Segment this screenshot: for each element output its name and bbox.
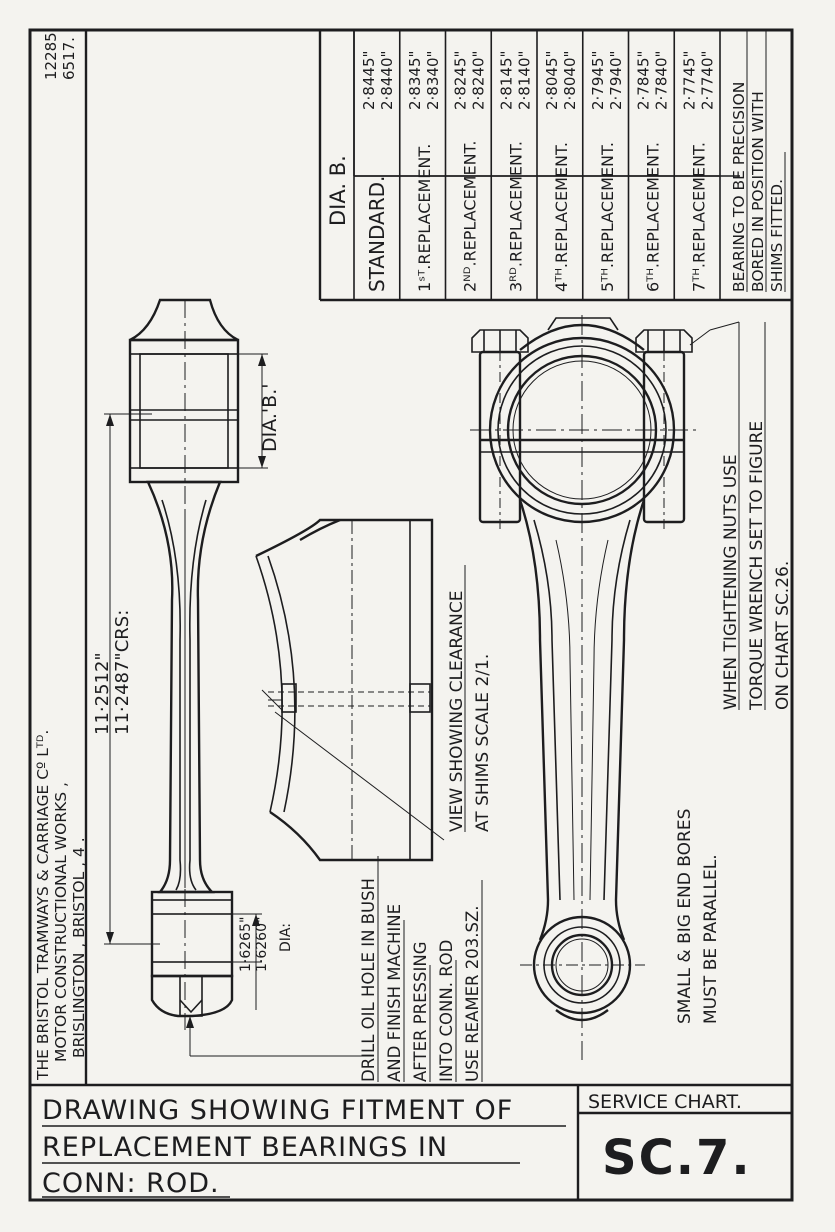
title-line-2: REPLACEMENT BEARINGS IN: [42, 1132, 448, 1163]
table-row-max: 2·7945": [589, 51, 607, 110]
company-line-2: MOTOR CONSTRUCTIONAL WORKS ,: [52, 782, 70, 1062]
table-row-max: 2·8045": [543, 51, 561, 110]
conn-rod-section-view: [128, 298, 240, 1030]
chart-number: SC.7.: [602, 1130, 752, 1186]
table-row-min: 2·8040": [561, 51, 579, 110]
table-row-min: 2·8440": [378, 51, 396, 110]
table-row-label: 7ᵀᴴ.REPLACEMENT.: [689, 142, 708, 292]
drawing-number-1: 12285.: [42, 28, 60, 81]
table-row-max: 2·8145": [497, 51, 515, 110]
oil-note-3: AFTER PRESSING: [411, 942, 430, 1082]
table-row-min: 2·8340": [424, 51, 442, 110]
dia-b-label: DIA.'B.': [259, 384, 281, 452]
small-end-dia: DIA:: [278, 923, 294, 952]
centres-dim-2: 11·2487"CRS:: [112, 610, 133, 735]
bores-note-1: SMALL & BIG END BORES: [675, 809, 695, 1024]
company-line-3: BRISLINGTON , BRISTOL , 4 .: [70, 837, 88, 1058]
dia-b-dimension: DIA.'B.': [238, 353, 281, 469]
centres-dimension: 11·2512" 11·2487"CRS:: [92, 413, 160, 945]
torque-note-1: WHEN TIGHTENING NUTS USE: [721, 454, 741, 710]
title-line-1: DRAWING SHOWING FITMENT OF: [42, 1095, 513, 1126]
bores-note-2: MUST BE PARALLEL.: [701, 854, 721, 1024]
drawing-number-2: 6517.: [60, 37, 78, 80]
oil-note-5: USE REAMER 203.SZ.: [463, 905, 482, 1082]
table-row-label: 5ᵀᴴ.REPLACEMENT.: [598, 142, 617, 292]
table-row-min: 2·7840": [653, 51, 671, 110]
table-row-max: 2·7745": [680, 51, 698, 110]
dia-b-table: STANDARD. 2·8445"2·8440" 1ˢᵀ.REPLACEMENT. 2…: [326, 30, 786, 300]
oil-hole-leader: [186, 1016, 374, 1057]
border-frame: [28, 28, 794, 1202]
oil-note-1: DRILL OIL HOLE IN BUSH: [359, 878, 378, 1082]
clearance-detail-view: [255, 518, 445, 862]
table-row-label: 3ᴿᴰ.REPLACEMENT.: [506, 141, 525, 292]
torque-note-3: ON CHART SC.26.: [773, 561, 793, 710]
title-line-3: CONN: ROD.: [42, 1168, 220, 1199]
centres-dim-1: 11·2512": [92, 652, 113, 735]
table-note-3: SHIMS FITTED.: [768, 179, 786, 292]
table-note-1: BEARING TO BE PRECISION: [730, 82, 748, 292]
oil-note-2: AND FINISH MACHINE: [385, 904, 404, 1082]
table-row-min: 2·7740": [698, 51, 716, 110]
dia-b-header: DIA. B.: [326, 155, 350, 226]
clearance-note-2: AT SHIMS SCALE 2/1.: [473, 654, 493, 832]
clearance-note-1: VIEW SHOWING CLEARANCE: [447, 591, 467, 832]
table-row-min: 2·8240": [470, 51, 488, 110]
table-row-max: 2·7845": [635, 51, 653, 110]
table-row-max: 2·8245": [452, 51, 470, 110]
company-block: THE BRISTOL TRAMWAYS & CARRIAGE Cº Lᵀᴰ. …: [34, 730, 88, 1081]
conn-rod-front-view: [470, 315, 700, 1060]
table-row-max: 2·8345": [406, 51, 424, 110]
torque-note-2: TORQUE WRENCH SET TO FIGURE: [747, 421, 767, 711]
table-row-min: 2·7940": [607, 51, 625, 110]
small-end-dimension: 1·6265" 1·6260" DIA:: [232, 913, 294, 1010]
table-row-label: 1ˢᵀ.REPLACEMENT.: [415, 144, 434, 292]
table-row-label: 6ᵀᴴ.REPLACEMENT.: [644, 142, 663, 292]
table-row-max: 2·8445": [360, 51, 378, 110]
table-row-label: 2ᴺᴰ.REPLACEMENT.: [461, 140, 480, 292]
small-end-min: 1·6260": [254, 917, 270, 972]
table-note-2: BORED IN POSITION WITH: [749, 91, 767, 292]
table-row-label: STANDARD.: [365, 176, 389, 292]
company-line-1: THE BRISTOL TRAMWAYS & CARRIAGE Cº Lᵀᴰ.: [34, 730, 52, 1081]
oil-hole-note: DRILL OIL HOLE IN BUSH AND FINISH MACHIN…: [359, 856, 483, 1082]
title-block: DRAWING SHOWING FITMENT OF REPLACEMENT B…: [42, 1095, 566, 1199]
small-end-max: 1·6265": [238, 917, 254, 972]
table-row-min: 2·8140": [515, 51, 533, 110]
table-row-label: 4ᵀᴴ.REPLACEMENT.: [552, 142, 571, 292]
service-chart-label: SERVICE CHART.: [588, 1091, 742, 1113]
oil-note-4: INTO CONN. ROD: [437, 940, 456, 1082]
